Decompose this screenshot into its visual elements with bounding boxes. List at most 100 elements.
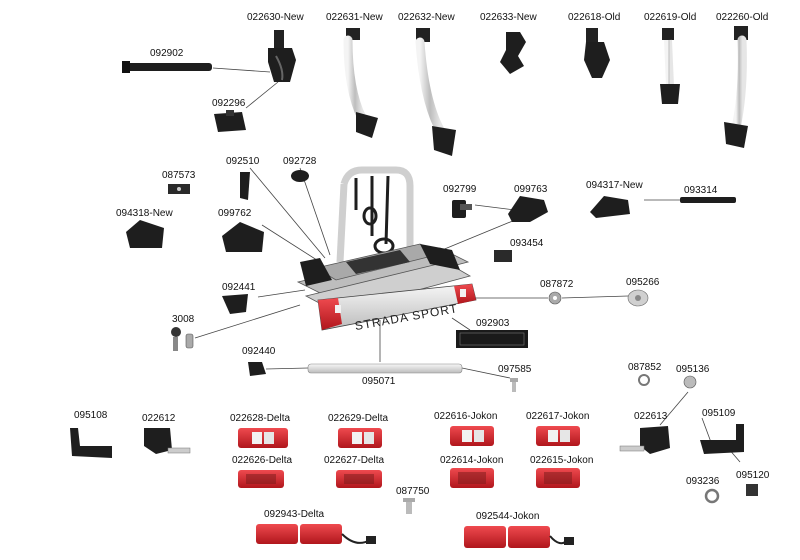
label-093454: 093454 [510, 238, 544, 249]
wheel-holder-022632 [415, 28, 456, 156]
leader-095136 [659, 391, 689, 426]
label-097585: 097585 [498, 364, 532, 375]
bracket-022612 [144, 428, 191, 454]
lamp-set-092544 [464, 526, 574, 548]
leader-092903 [451, 317, 471, 331]
label-022616: 022616-Jokon [434, 411, 498, 422]
nut-095120 [746, 484, 758, 496]
label-022631: 022631-New [326, 12, 383, 23]
label-095136: 095136 [676, 364, 710, 375]
leader-3008 [194, 304, 301, 339]
label-022619: 022619-Old [644, 12, 697, 23]
lamp-022615 [536, 468, 580, 488]
label-092902: 092902 [150, 48, 184, 59]
rail-cap-094317 [590, 196, 630, 218]
bolt-097585 [510, 378, 518, 392]
label-022633: 022633-New [480, 12, 537, 23]
lamp-022628 [238, 428, 288, 448]
label-022626: 022626-Delta [232, 455, 293, 466]
label-022615: 022615-Jokon [530, 455, 594, 466]
label-093236: 093236 [686, 476, 720, 487]
label-092903: 092903 [476, 318, 510, 329]
nut-095136 [683, 375, 697, 389]
label-092296: 092296 [212, 98, 246, 109]
washer-087852 [638, 374, 650, 386]
rail-cap-099762 [222, 222, 264, 252]
leader-092902 [212, 67, 271, 73]
key-lock-3008 [171, 327, 194, 351]
leader-099762 [261, 224, 321, 263]
label-3008: 3008 [172, 314, 195, 325]
label-092441: 092441 [222, 282, 256, 293]
leader-092728 [299, 167, 331, 256]
rail-cap-099763 [508, 196, 548, 222]
bracket-092510 [240, 172, 250, 200]
wheel-holder-022631 [343, 28, 378, 138]
knob-095266 [627, 289, 649, 307]
leader-092441 [257, 289, 306, 298]
strap-092902 [122, 61, 212, 73]
lamp-022627 [336, 470, 382, 488]
label-022617: 022617-Jokon [526, 411, 590, 422]
label-095120: 095120 [736, 470, 770, 481]
lamp-022626 [238, 470, 284, 488]
lamp-022629 [338, 428, 382, 448]
screw-087750 [403, 498, 415, 514]
leader-095266 [561, 295, 629, 299]
lamp-022617 [536, 426, 580, 446]
cover-092441 [222, 294, 248, 314]
label-092799: 092799 [443, 184, 477, 195]
label-022260: 022260-Old [716, 12, 769, 23]
label-093314: 093314 [684, 185, 718, 196]
wheel-holder-022618 [584, 28, 610, 78]
label-094318: 094318-New [116, 208, 173, 219]
label-092510: 092510 [226, 156, 260, 167]
lamp-022614 [450, 468, 494, 488]
lamp-022616 [450, 426, 494, 446]
label-092544: 092544-Jokon [476, 511, 540, 522]
rail-cap-094318 [126, 220, 164, 248]
end-cap-092440 [248, 362, 266, 376]
bike-carrier-main-assembly [296, 166, 477, 331]
wheel-holder-022260 [724, 26, 748, 148]
label-099763: 099763 [514, 184, 548, 195]
label-087573: 087573 [162, 170, 196, 181]
plate-holder-092903 [456, 330, 528, 348]
label-022612: 022612 [142, 413, 176, 424]
label-092728: 092728 [283, 156, 317, 167]
pad-093454 [494, 250, 512, 262]
leader-lines [194, 67, 741, 463]
label-022614: 022614-Jokon [440, 455, 504, 466]
bracket-022613 [619, 426, 670, 454]
label-022629: 022629-Delta [328, 413, 389, 424]
leader-097585 [461, 367, 511, 379]
label-099762: 099762 [218, 208, 252, 219]
bracket-095108 [70, 428, 112, 458]
lamp-set-092943 [256, 524, 376, 544]
label-022628: 022628-Delta [230, 413, 291, 424]
label-095109: 095109 [702, 408, 736, 419]
bracket-095109 [700, 424, 744, 454]
washer-093236 [704, 488, 720, 504]
leader-092440 [265, 367, 309, 370]
wheel-holder-022633 [500, 32, 526, 74]
label-087750: 087750 [396, 486, 430, 497]
label-022632: 022632-New [398, 12, 455, 23]
label-087852: 087852 [628, 362, 662, 373]
clamp-092799 [452, 200, 472, 218]
label-022613: 022613 [634, 411, 668, 422]
label-095071: 095071 [362, 376, 396, 387]
leader-092510 [249, 167, 326, 259]
label-095108: 095108 [74, 410, 108, 421]
wheel-holder-022630 [268, 30, 296, 82]
label-087872: 087872 [540, 279, 574, 290]
label-022618: 022618-Old [568, 12, 621, 23]
leader-092799 [474, 204, 516, 211]
label-022627: 022627-Delta [324, 455, 385, 466]
rod-093314 [680, 197, 736, 203]
label-022630: 022630-New [247, 12, 304, 23]
label-092440: 092440 [242, 346, 276, 357]
pad-092296 [214, 110, 246, 132]
